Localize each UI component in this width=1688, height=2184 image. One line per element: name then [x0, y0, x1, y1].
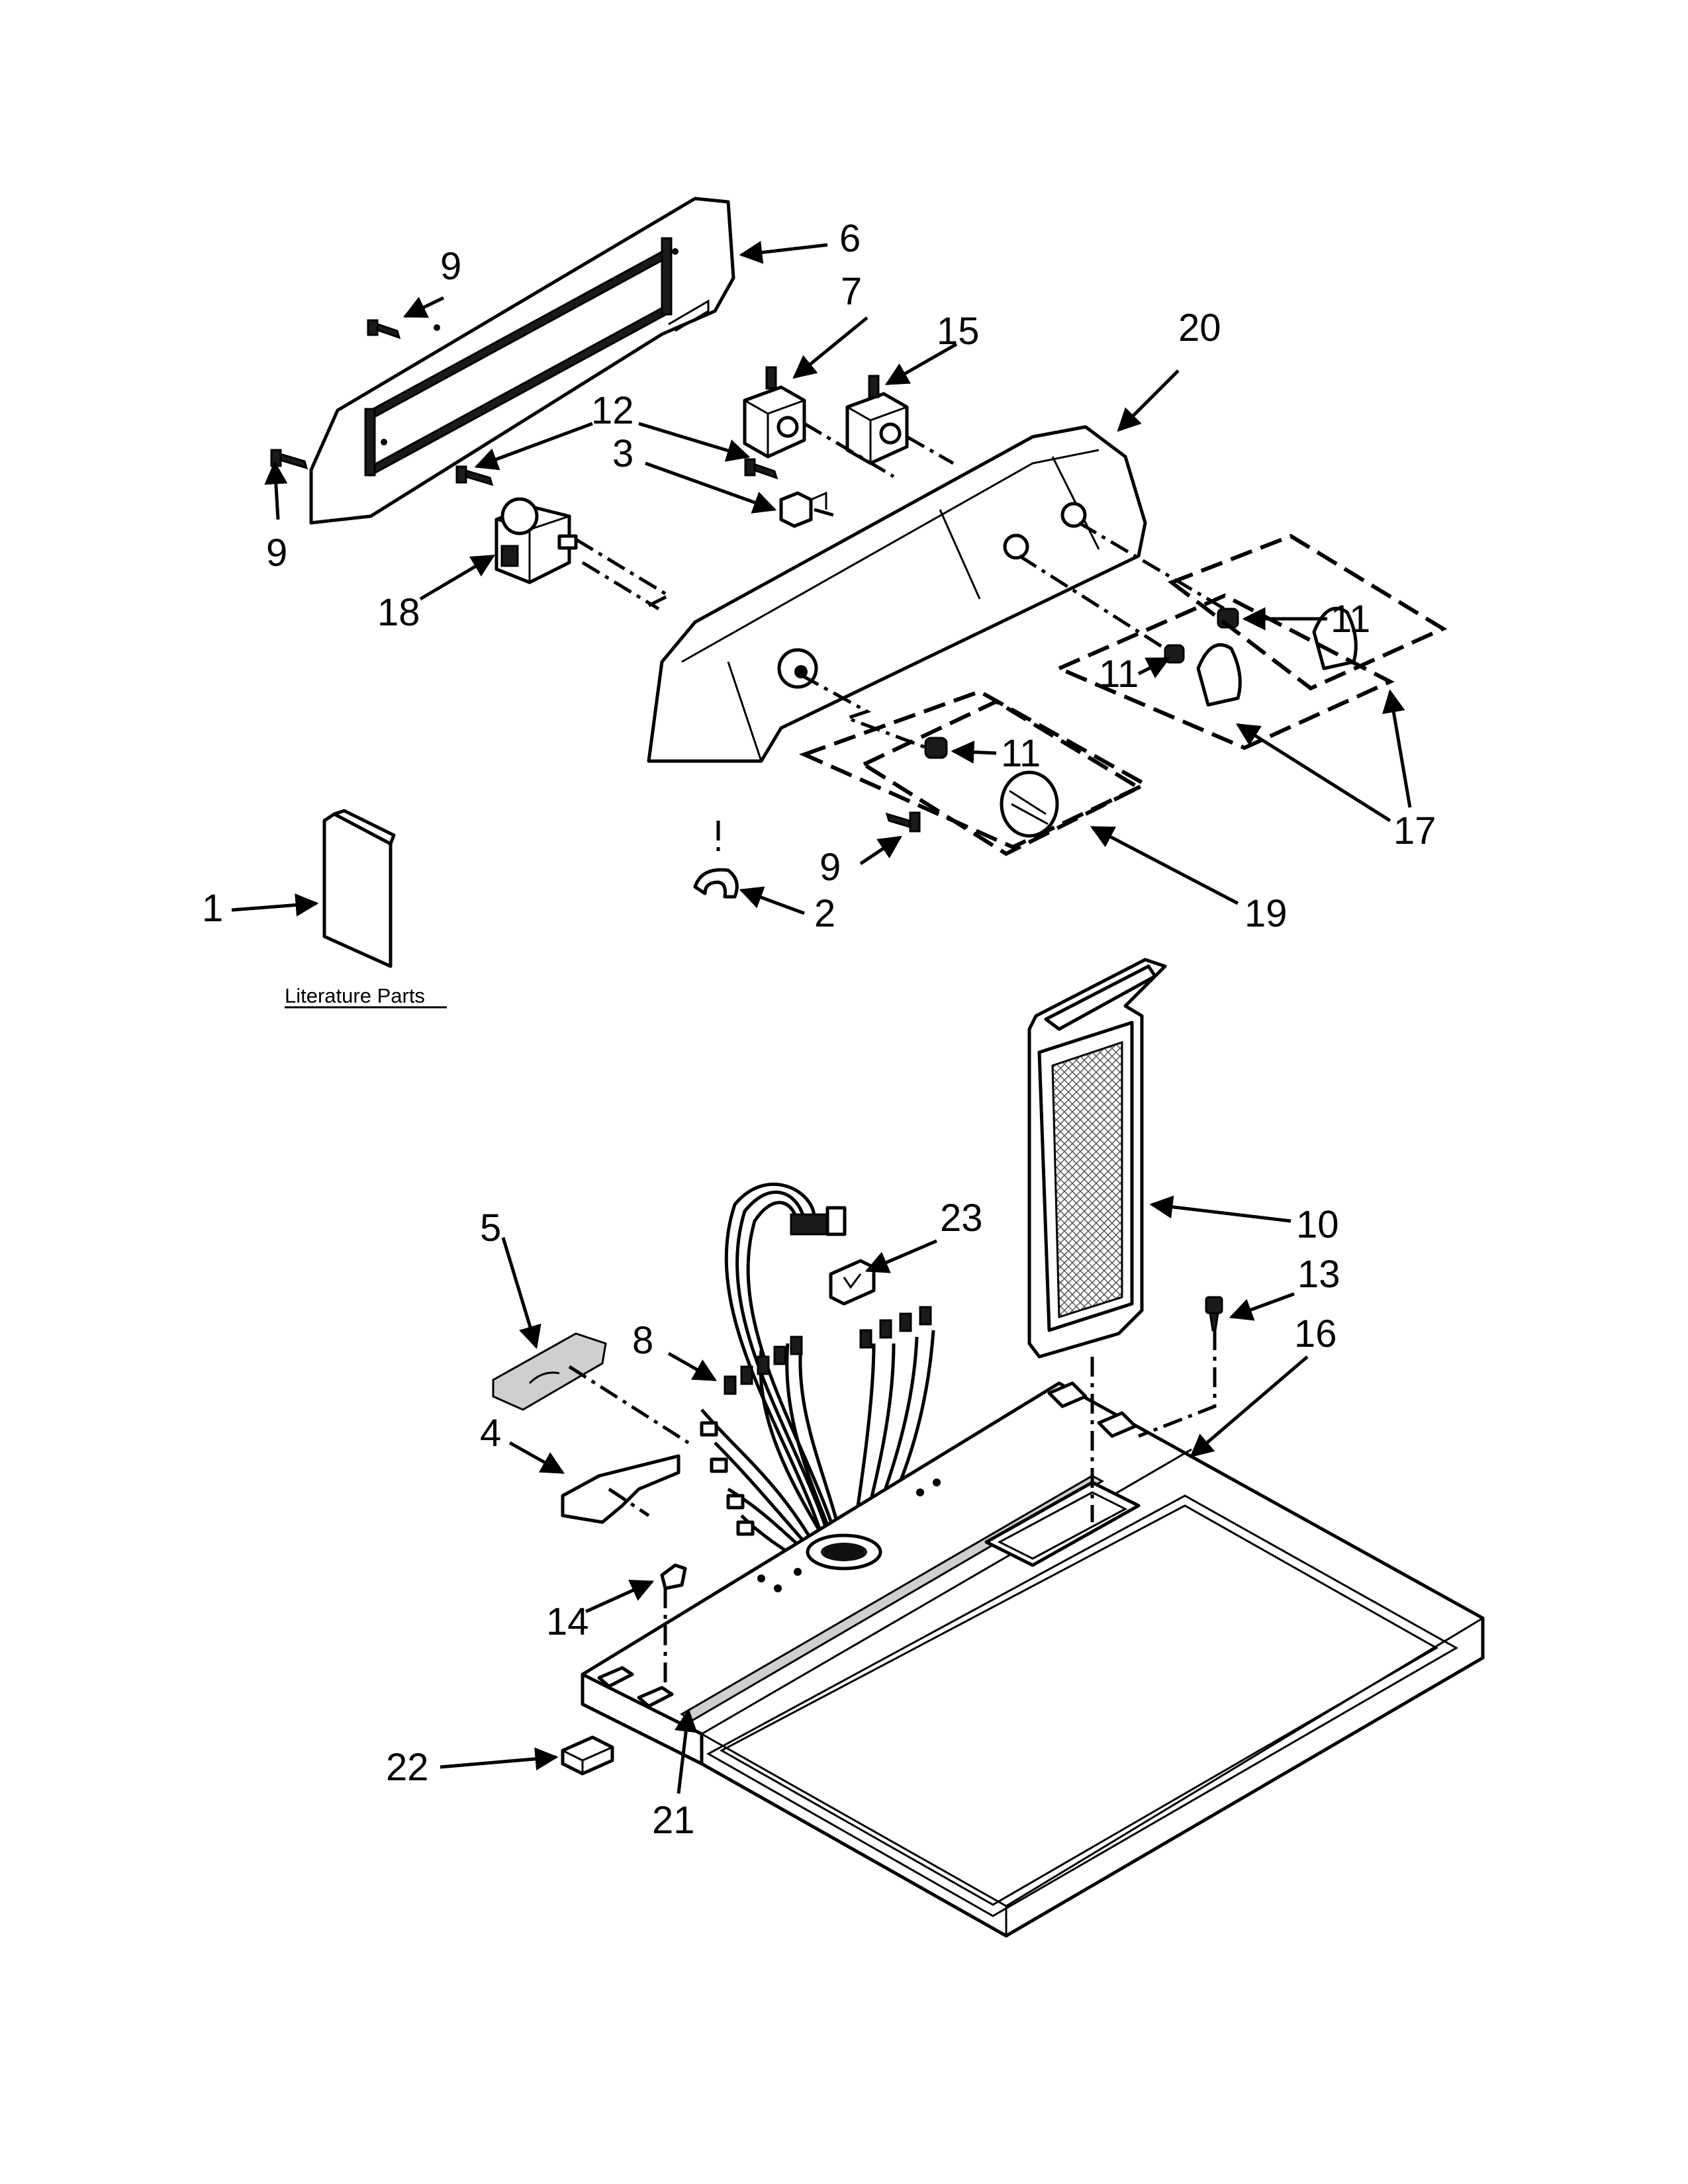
callout-13: 13	[1297, 1253, 1340, 1296]
knob-part-17-a	[1196, 643, 1242, 707]
callout-4: 4	[480, 1412, 501, 1455]
connector-part-23	[829, 1259, 876, 1306]
callout-8: 8	[632, 1319, 653, 1362]
callout-6: 6	[839, 217, 861, 260]
console-part-20	[647, 425, 1147, 763]
assembly-outline-19-b	[859, 699, 1143, 856]
leader-arrows	[231, 241, 1412, 1794]
callout-11-center: 11	[1099, 653, 1139, 696]
clip-part-14	[660, 1563, 687, 1590]
callout-2: 2	[814, 892, 835, 935]
screw-part-9-bottom	[885, 811, 921, 833]
clip-part-3	[779, 491, 827, 528]
callout-labels: 6 9 7 15 20 12 3 9 18 11 11 11 10 11 17 …	[202, 217, 1436, 1842]
switch-part-7	[743, 366, 806, 459]
callout-11-lower: 11	[1001, 732, 1041, 775]
literature-parts-caption: Literature Parts	[285, 984, 425, 1007]
timer-part-18	[494, 497, 578, 584]
screw-part-13	[1205, 1296, 1223, 1332]
screw-part-12-left	[455, 465, 494, 486]
screw-part-9-left	[270, 449, 308, 470]
callout-11-right: 11	[1331, 598, 1370, 641]
callout-15: 15	[937, 310, 980, 353]
literature-part-1	[322, 809, 396, 968]
rear-panel-part-6	[309, 197, 735, 525]
callout-5: 5	[480, 1206, 501, 1250]
assembly-outline-17-a	[1054, 593, 1395, 751]
callout-23: 23	[940, 1197, 983, 1240]
switch-part-15	[845, 375, 909, 465]
callout-7: 7	[841, 270, 862, 313]
clip-part-2	[693, 868, 739, 899]
callout-21: 21	[652, 1799, 695, 1842]
callout-17: 17	[1393, 809, 1436, 852]
callout-12: 12	[591, 389, 634, 432]
screw-part-12-right	[744, 458, 778, 480]
knob-part-19	[1000, 770, 1059, 838]
callout-9-top: 9	[440, 245, 461, 288]
bracket-part-4	[561, 1454, 680, 1524]
assembly-outline-17-b	[1167, 533, 1448, 691]
callout-20: 20	[1178, 306, 1221, 349]
pad-part-22	[561, 1735, 614, 1776]
callout-22: 22	[386, 1746, 429, 1789]
spacer-part-11-a	[924, 737, 948, 759]
callout-18: 18	[377, 591, 420, 634]
screw-part-9-top	[367, 319, 401, 340]
alignment-lines-bottom	[568, 1330, 1217, 1688]
top-cover-part-16	[581, 1381, 1485, 1938]
callout-19: 19	[1244, 892, 1288, 935]
callout-3: 3	[612, 432, 633, 475]
callout-9-bottom: 9	[820, 846, 841, 889]
callout-16: 16	[1294, 1312, 1337, 1355]
callout-10-label: 10	[1296, 1203, 1339, 1246]
knob-part-17-b	[1312, 606, 1358, 670]
callout-14: 14	[546, 1600, 589, 1643]
alignment-lines-top	[575, 422, 1226, 854]
lint-screen-part-10	[1027, 958, 1167, 1359]
callout-9-left: 9	[266, 531, 287, 574]
bracket-part-5	[492, 1332, 607, 1411]
callout-1: 1	[202, 887, 223, 930]
